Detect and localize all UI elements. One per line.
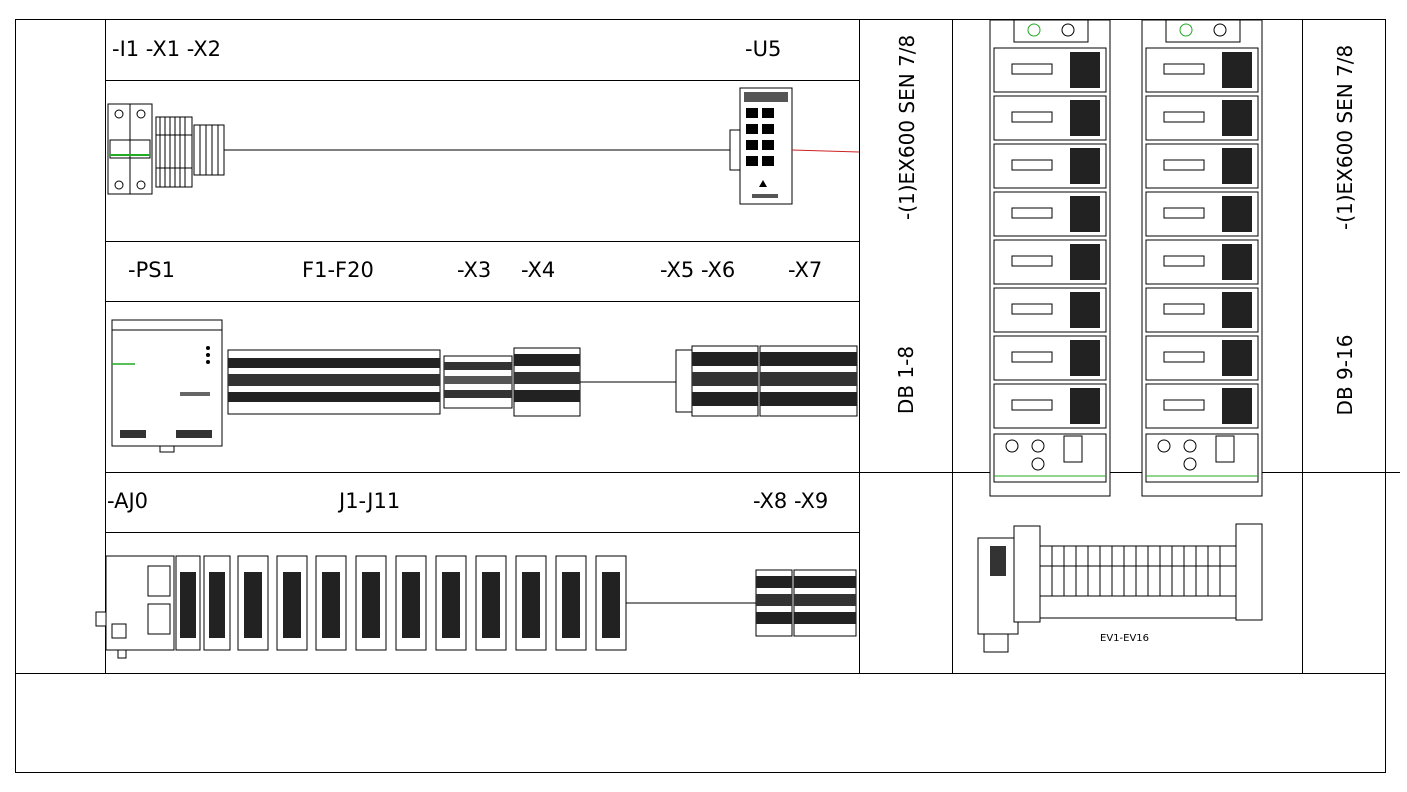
db-module-8 — [993, 383, 1107, 429]
valve-manifold-icon — [977, 523, 1263, 653]
label-column-line — [952, 19, 953, 673]
io-module-j2-icon — [203, 555, 231, 651]
label-x5-x6: -X5 -X6 — [660, 258, 736, 282]
label-x3: -X3 — [457, 258, 492, 282]
label-x7: -X7 — [788, 258, 823, 282]
db-module-16 — [1145, 383, 1259, 429]
drawing-frame — [15, 19, 1386, 773]
db-module-6 — [993, 287, 1107, 333]
db-module-3 — [993, 143, 1107, 189]
ex600-manifold-right-icon — [1141, 19, 1263, 497]
io-module-j7-icon — [395, 555, 427, 651]
db-module-2 — [993, 95, 1107, 141]
label-j1-j11: J1-J11 — [339, 489, 401, 513]
io-module-j1-icon — [175, 555, 201, 651]
db-module-7 — [993, 335, 1107, 381]
row2-top-line — [105, 241, 859, 242]
label-i1-x1-x2: -I1 -X1 -X2 — [112, 37, 222, 61]
left-margin-line — [105, 19, 106, 673]
io-module-j10-icon — [515, 555, 547, 651]
io-module-j6-icon — [355, 555, 387, 651]
db-module-14 — [1145, 287, 1259, 333]
db-module-12 — [1145, 191, 1259, 237]
row3-divider — [105, 532, 859, 533]
terminal-block-x2-icon — [193, 124, 225, 176]
panel-right-line — [859, 19, 860, 673]
io-module-j8-icon — [435, 555, 467, 651]
io-module-j11-icon — [555, 555, 587, 651]
io-module-j4-icon — [276, 555, 308, 651]
circuit-breaker-icon — [107, 103, 153, 195]
db-module-11 — [1145, 143, 1259, 189]
db-module-15 — [1145, 335, 1259, 381]
label-ps1: -PS1 — [128, 258, 175, 282]
power-supply-icon — [111, 319, 223, 453]
label-aj0: -AJ0 — [107, 489, 149, 513]
terminal-block-x4-icon — [513, 347, 581, 417]
db-module-10 — [1145, 95, 1259, 141]
label-x8-x9: -X8 -X9 — [753, 489, 829, 513]
fuse-terminals-icon — [227, 349, 441, 415]
db-module-5 — [993, 239, 1107, 285]
io-module-j9-icon — [475, 555, 507, 651]
terminal-block-x3-icon — [443, 355, 513, 409]
label-x4: -X4 — [521, 258, 556, 282]
db-module-9 — [1145, 47, 1259, 93]
terminal-block-x8-icon — [755, 569, 793, 637]
terminal-block-x5-x6-icon — [675, 345, 759, 417]
db-module-1 — [993, 47, 1107, 93]
row1-divider — [105, 80, 859, 81]
row2-divider — [105, 301, 859, 302]
ethernet-switch-icon — [729, 87, 793, 205]
ex600-manifold-left-icon — [989, 19, 1111, 497]
io-module-j3-icon — [237, 555, 269, 651]
label-ev1-ev16: EV1-EV16 — [1100, 633, 1150, 644]
terminal-block-x7-icon — [759, 345, 858, 417]
label-fuses: F1-F20 — [302, 258, 374, 282]
right-label-column-line — [1302, 19, 1303, 673]
db-module-4 — [993, 191, 1107, 237]
io-module-j5-icon — [315, 555, 347, 651]
terminal-block-x1-icon — [155, 116, 193, 188]
db-module-13 — [1145, 239, 1259, 285]
io-module-j12-icon — [595, 555, 627, 651]
controller-aj0-icon — [95, 555, 175, 659]
terminal-block-x9-icon — [793, 569, 857, 637]
footer-divider — [15, 673, 1386, 674]
row3-top-line — [105, 472, 859, 473]
label-u5: -U5 — [745, 37, 782, 61]
